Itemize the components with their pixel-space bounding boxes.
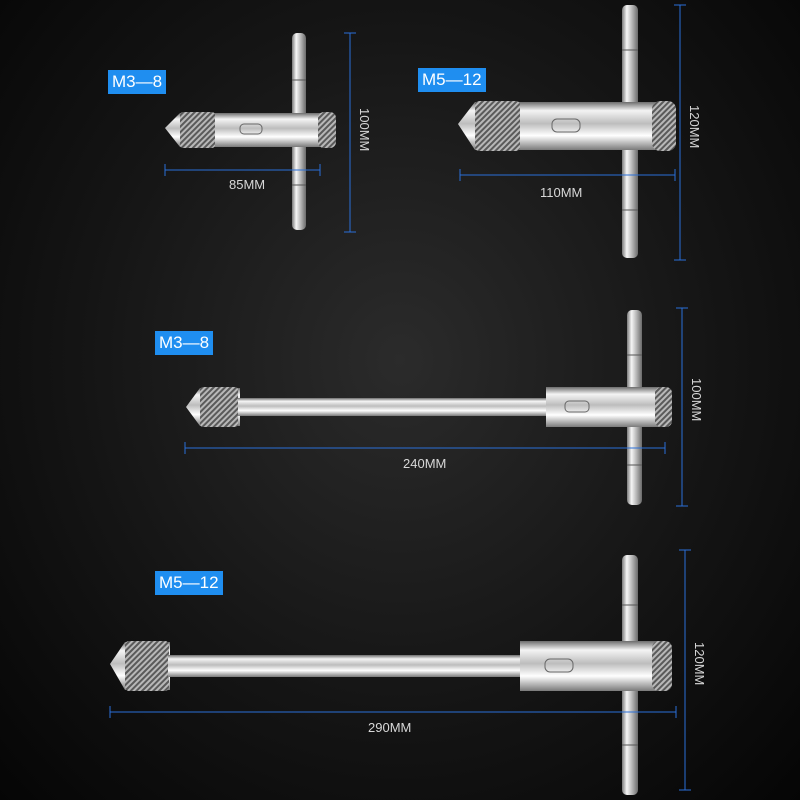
length-label-2: 110MM [540, 185, 583, 200]
height-label-2: 120MM [687, 105, 702, 149]
tap-wrench-3 [186, 310, 672, 505]
height-label-1: 100MM [357, 108, 372, 152]
tap-wrench-1 [165, 33, 336, 230]
size-badge-2: M5—12 [418, 68, 486, 92]
height-label-3: 100MM [689, 378, 704, 422]
height-label-4: 120MM [692, 642, 707, 686]
size-badge-1: M3—8 [108, 70, 167, 94]
size-badge-4: M5—12 [155, 571, 223, 595]
tap-wrench-2 [458, 5, 676, 258]
length-label-3: 240MM [403, 456, 447, 471]
tap-wrench-4 [110, 555, 672, 795]
length-label-4: 290MM [368, 720, 412, 735]
size-badge-3: M3—8 [155, 331, 214, 355]
dimension-lines [109, 4, 691, 791]
length-label-1: 85MM [229, 177, 266, 192]
